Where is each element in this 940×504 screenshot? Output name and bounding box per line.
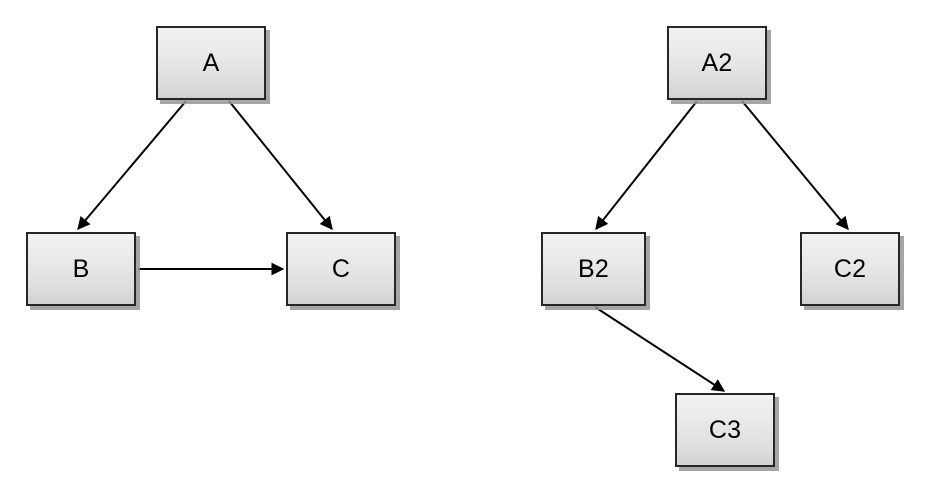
node-c3[interactable]: C3 (675, 393, 775, 467)
node-label-b: B (72, 254, 90, 283)
node-label-c2: C2 (833, 254, 867, 283)
edge-a-c (228, 100, 333, 231)
edge-a2-c2 (741, 100, 849, 231)
node-b[interactable]: B (26, 232, 136, 306)
node-c[interactable]: C (286, 232, 396, 306)
node-c2[interactable]: C2 (800, 232, 900, 306)
edge-a-b (77, 100, 187, 230)
node-label-c: C (331, 254, 351, 283)
node-label-b2: B2 (578, 254, 609, 283)
node-label-c3: C3 (708, 415, 742, 444)
node-a2[interactable]: A2 (667, 26, 767, 100)
node-a[interactable]: A (156, 26, 266, 100)
node-b2[interactable]: B2 (541, 232, 646, 306)
node-label-a: A (202, 48, 220, 77)
edge-b2-c3 (594, 306, 726, 392)
edge-a2-b2 (595, 100, 698, 231)
node-label-a2: A2 (701, 48, 733, 77)
